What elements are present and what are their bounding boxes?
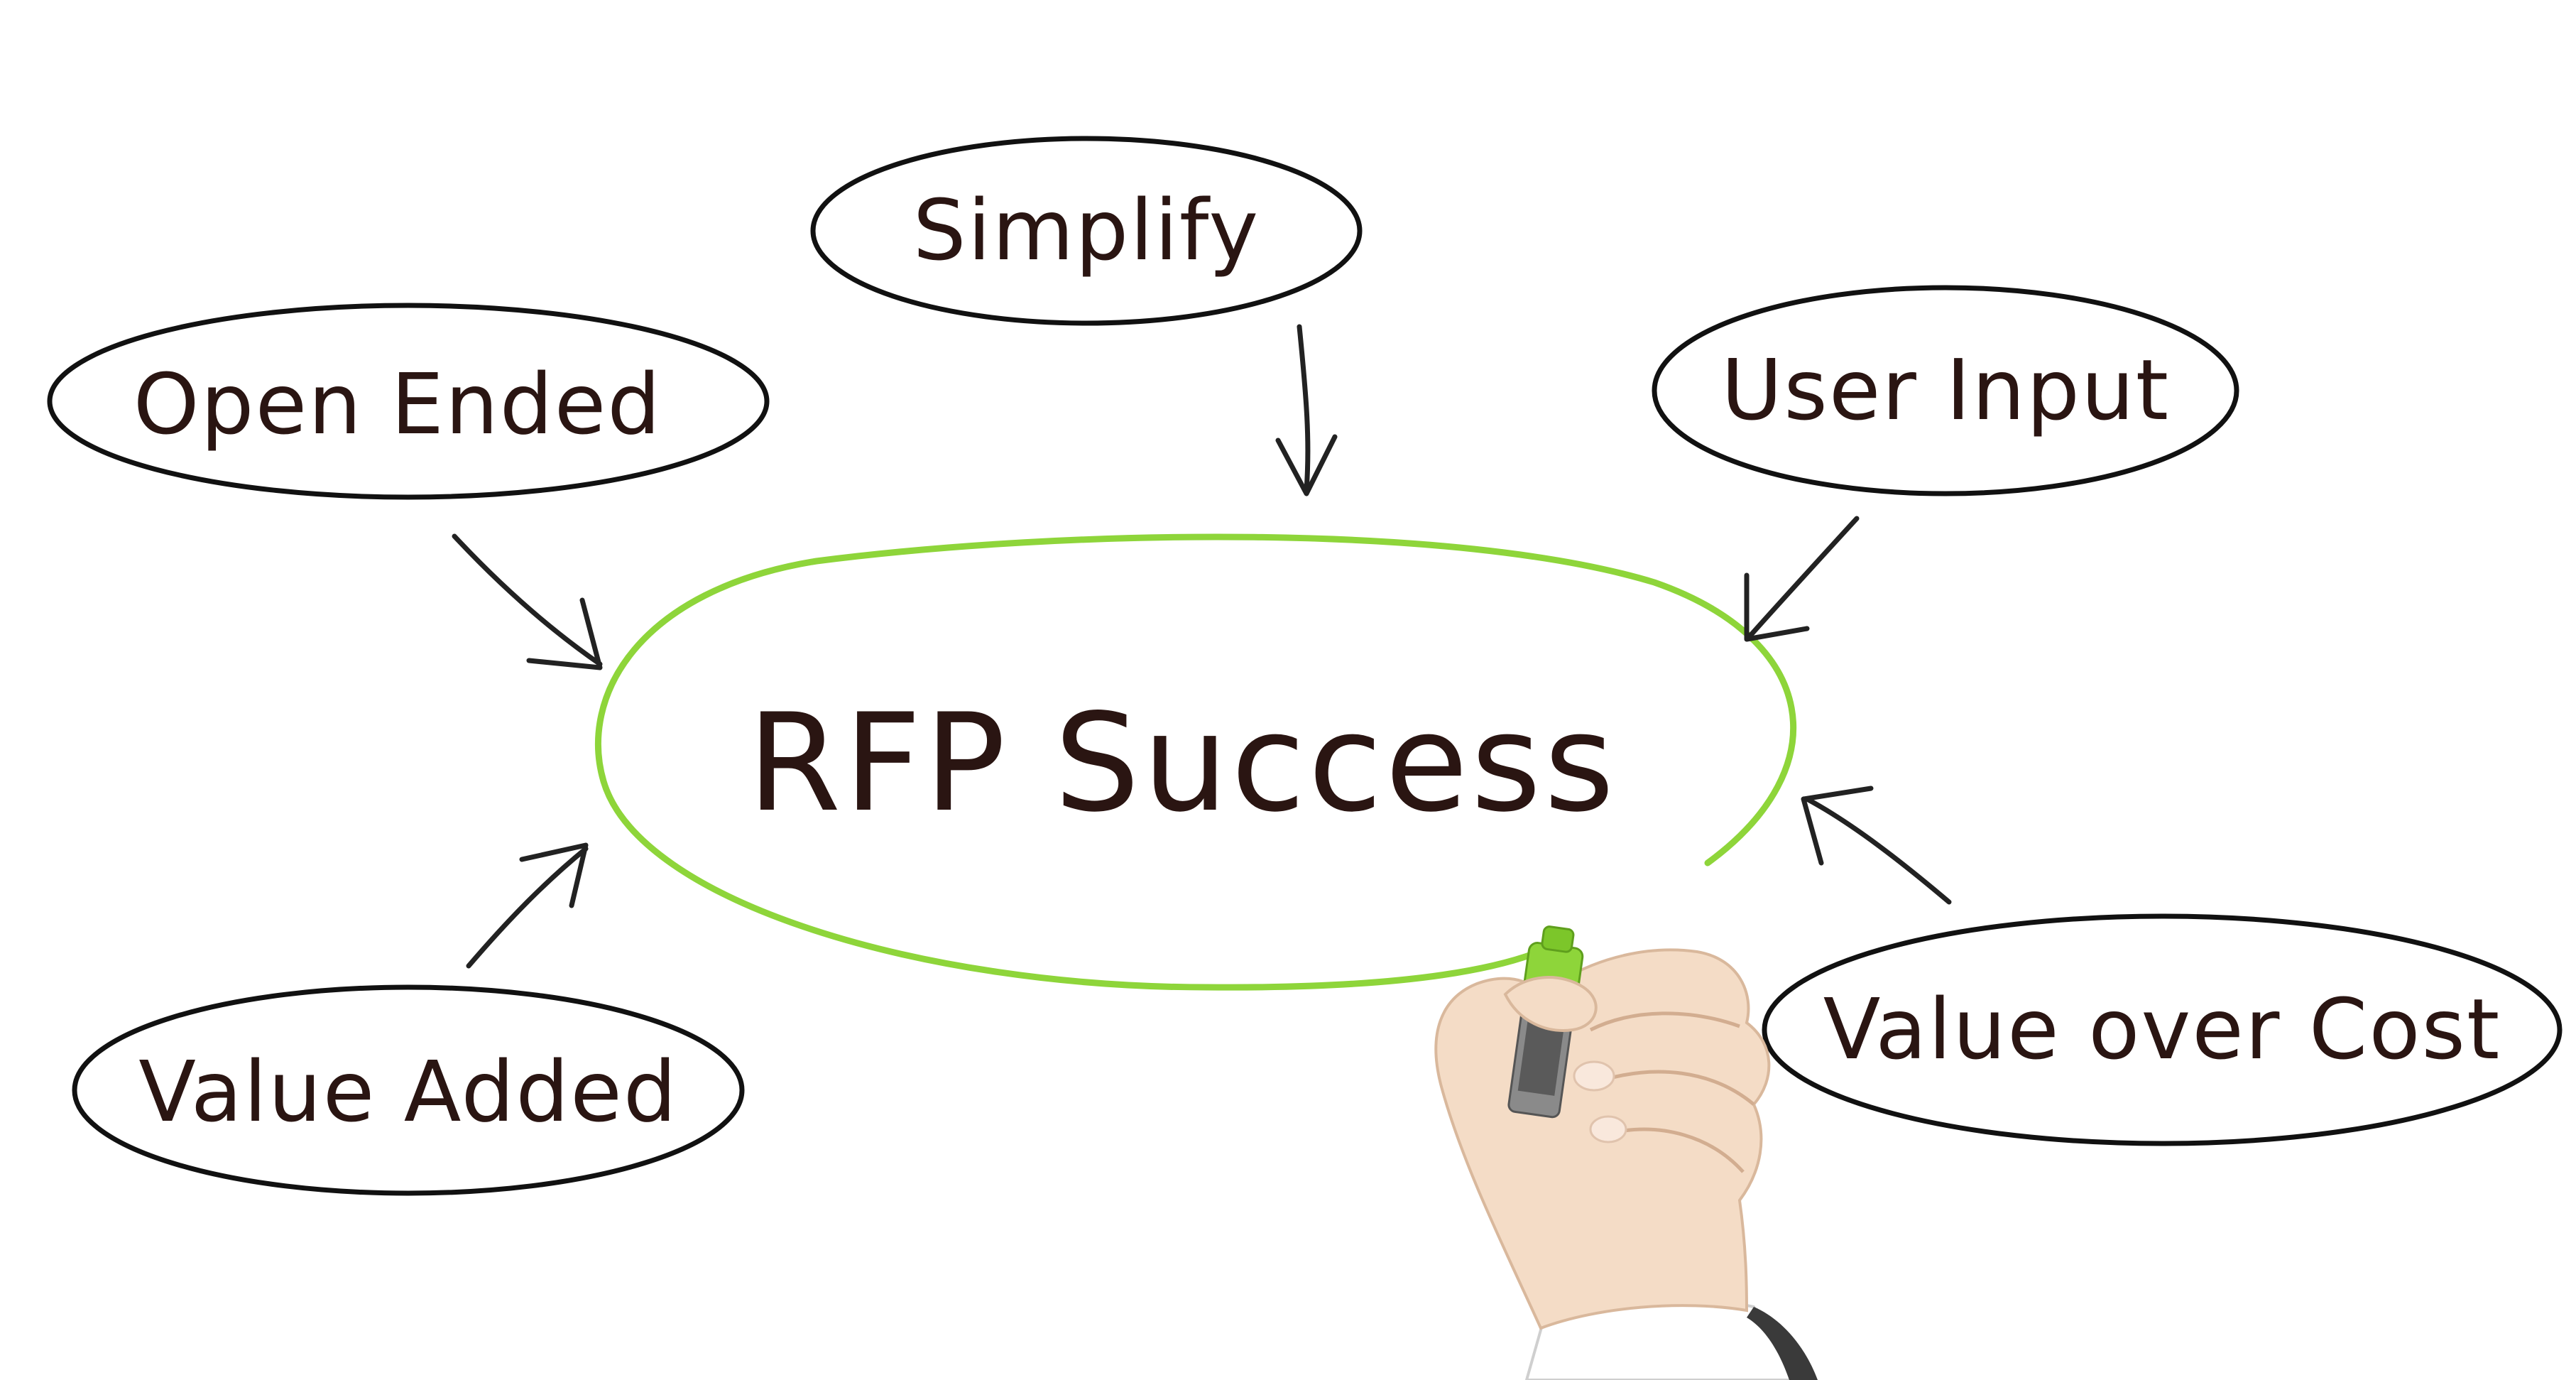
node-value-over-cost: Value over Cost — [1762, 913, 2563, 1146]
node-open-ended: Open Ended — [47, 303, 770, 500]
node-simplify-ellipse — [810, 136, 1363, 326]
node-value-added-label: Value Added — [138, 1043, 678, 1141]
arrow-simplify-to-center — [1275, 324, 1338, 496]
arrow-value-over-cost-to-center — [1801, 786, 1952, 905]
node-simplify: Simplify — [810, 136, 1363, 326]
node-open-ended-ellipse — [47, 303, 770, 500]
hand-thumb — [1503, 976, 1598, 1032]
node-user-input-ellipse — [1652, 285, 2239, 496]
arrow-value-added-to-center — [466, 842, 589, 969]
jacket-edge — [1747, 1307, 1818, 1380]
node-open-ended-label: Open Ended — [133, 355, 662, 453]
node-value-added: Value Added — [72, 984, 745, 1196]
node-value-added-ellipse — [72, 984, 745, 1196]
node-user-input: User Input — [1652, 285, 2239, 496]
node-value-over-cost-label: Value over Cost — [1823, 980, 2501, 1078]
hand-holding-marker-icon — [1434, 925, 1818, 1380]
center-ellipse — [595, 533, 1796, 991]
node-user-input-label: User Input — [1721, 341, 2170, 439]
node-value-over-cost-ellipse — [1762, 913, 2563, 1146]
center-node: RFP Success — [595, 533, 1796, 991]
node-simplify-label: Simplify — [913, 181, 1260, 279]
center-label: RFP Success — [747, 685, 1617, 842]
arrow-open-ended-to-center — [452, 533, 603, 670]
arrow-user-input-to-center — [1744, 516, 1860, 642]
